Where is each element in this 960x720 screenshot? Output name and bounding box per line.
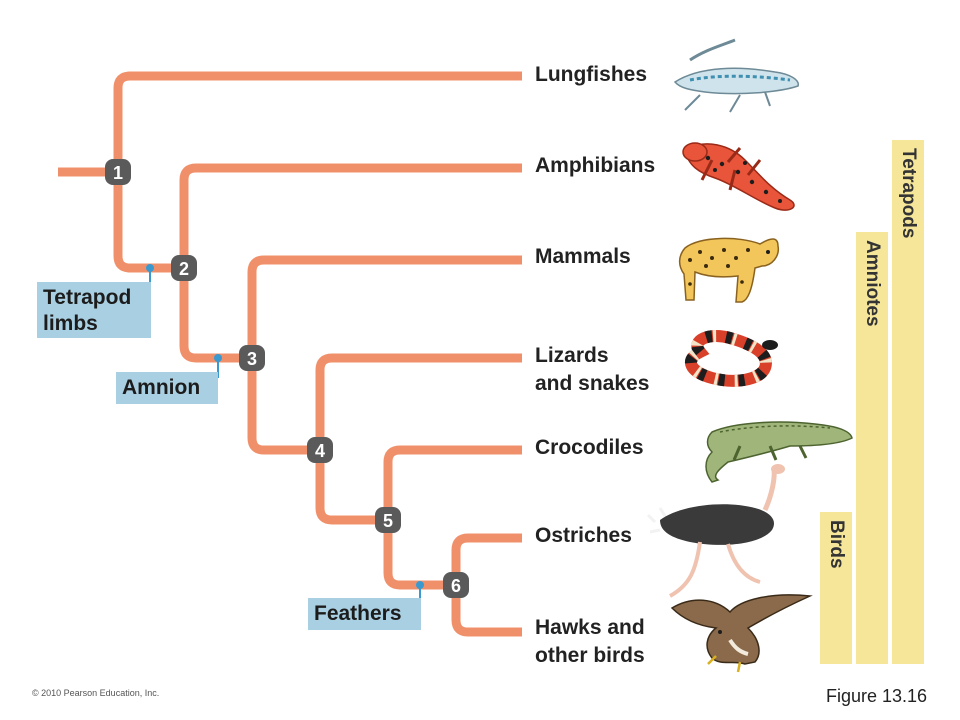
ostrich-illustration — [646, 464, 785, 598]
node-1: 1 — [105, 159, 131, 185]
taxon-label-hawks: Hawks and other birds — [535, 616, 645, 667]
node-2: 2 — [171, 255, 197, 281]
figure-label: Figure 13.16 — [826, 686, 928, 706]
branch-node5-node6 — [383, 520, 456, 590]
branch-node4-node5 — [315, 450, 388, 525]
taxon-label-lungfishes: Lungfishes — [535, 63, 648, 86]
lungfish-illustration — [673, 38, 799, 113]
branch-ostriches — [451, 533, 522, 585]
trait-box-tetrapod-limbs: Tetrapod limbs — [37, 282, 151, 338]
group-label-tetrapods: Tetrapods — [898, 148, 919, 239]
trait-box-feathers: Feathers — [308, 598, 421, 630]
copyright-notice: © 2010 Pearson Education, Inc. — [32, 688, 160, 698]
trait-box-amnion: Amnion — [116, 372, 218, 404]
svg-text:3: 3 — [247, 349, 257, 369]
branch-node2-node3 — [179, 268, 252, 363]
taxon-label-crocodiles: Crocodiles — [535, 436, 644, 459]
trait-dot-feathers — [416, 581, 424, 589]
node-6: 6 — [443, 572, 469, 598]
group-label-amniotes: Amniotes — [862, 240, 883, 327]
bobcat-illustration — [678, 237, 780, 303]
branch-node1-node2 — [113, 172, 184, 273]
svg-text:1: 1 — [113, 163, 123, 183]
trait-dot-amnion — [214, 354, 222, 362]
taxon-label-mammals: Mammals — [535, 245, 631, 268]
node-5: 5 — [375, 507, 401, 533]
group-bar-birds: Birds — [820, 512, 852, 664]
taxon-label-amphibians: Amphibians — [535, 154, 656, 177]
group-bar-tetrapods: Tetrapods — [892, 140, 924, 664]
svg-text:6: 6 — [451, 576, 461, 596]
salamander-illustration — [682, 142, 795, 211]
taxon-label-lizards-snakes: Lizards and snakes — [535, 344, 650, 395]
branch-hawks — [451, 585, 522, 637]
group-bar-amniotes: Amniotes — [856, 232, 888, 664]
snake-illustration — [685, 329, 778, 387]
taxon-label-ostriches: Ostriches — [535, 524, 632, 547]
branch-lizards-snakes — [315, 353, 522, 450]
hawk-illustration — [670, 594, 813, 673]
svg-text:5: 5 — [383, 511, 393, 531]
branch-lungfishes — [113, 71, 522, 172]
branch-node3-node4 — [247, 358, 320, 455]
svg-text:4: 4 — [315, 441, 325, 461]
node-3: 3 — [239, 345, 265, 371]
branch-amphibians — [179, 163, 522, 268]
branch-crocodiles — [383, 445, 522, 520]
crocodile-illustration — [705, 421, 853, 483]
node-4: 4 — [307, 437, 333, 463]
group-label-birds: Birds — [826, 520, 847, 569]
branch-mammals — [247, 255, 522, 358]
trait-dot-tetrapod-limbs — [146, 264, 154, 272]
svg-text:2: 2 — [179, 259, 189, 279]
